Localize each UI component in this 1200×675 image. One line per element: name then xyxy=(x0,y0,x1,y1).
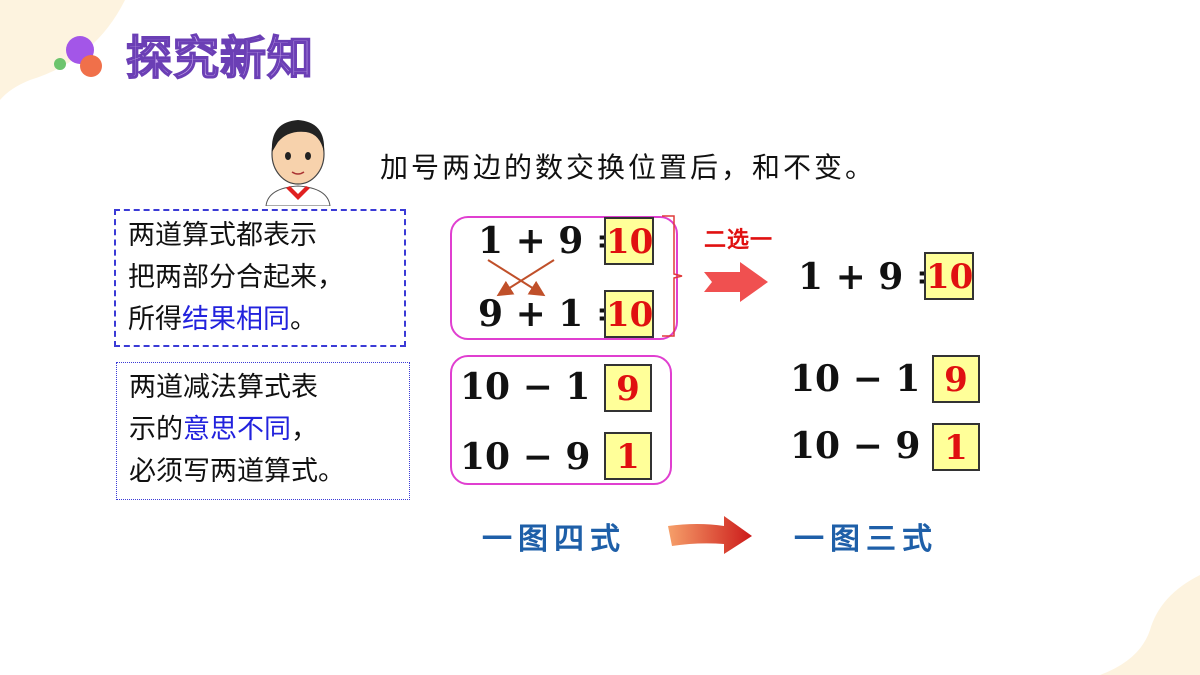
answer-box: 10 xyxy=(924,252,974,300)
note-subtraction-line1: 两道减法算式表 xyxy=(129,372,318,403)
corner-blob-bottom-right xyxy=(1100,575,1200,675)
answer-box: 10 xyxy=(604,290,654,338)
equation-1-plus-9: 1 + 9 = xyxy=(478,220,627,262)
subtraction-group-frame xyxy=(450,355,672,485)
choose-bracket xyxy=(662,215,683,337)
equation-9-plus-1: 9 + 1 = xyxy=(478,293,627,335)
note-text: 。 xyxy=(290,304,317,335)
answer-box: 1 xyxy=(604,432,652,480)
answer-box: 1 xyxy=(932,423,980,471)
title-dot-green xyxy=(54,58,66,70)
note-addition-line1: 两道算式都表示 xyxy=(128,220,317,251)
one-picture-four-equations: 一图四式 xyxy=(482,522,626,557)
choose-one-label: 二选一 xyxy=(704,227,774,253)
note-text: ， xyxy=(291,414,318,445)
transition-arrow-icon xyxy=(668,516,752,554)
note-addition: 两道算式都表示 把两部分合起来， 所得结果相同。 xyxy=(114,209,406,347)
rule-statement: 加号两边的数交换位置后，和不变。 xyxy=(380,151,877,184)
page-title: 探究新知 xyxy=(125,30,314,86)
note-text: 示的 xyxy=(129,414,183,445)
highlight-different-meaning: 意思不同 xyxy=(183,414,291,445)
note-subtraction-line3: 必须写两道算式。 xyxy=(129,456,345,487)
answer-box: 10 xyxy=(604,217,654,265)
highlight-same-result: 结果相同 xyxy=(182,304,290,335)
swap-cross-arrows xyxy=(487,259,555,297)
answer-box: 9 xyxy=(604,364,652,412)
answer-box: 9 xyxy=(932,355,980,403)
result-equation-1-plus-9: 1 + 9 = xyxy=(798,256,947,298)
boy-avatar xyxy=(265,120,331,206)
corner-blob-top-left xyxy=(0,0,125,100)
note-addition-line3: 所得结果相同。 xyxy=(128,299,392,341)
note-subtraction-line2: 示的意思不同， xyxy=(129,409,397,451)
right-arrow-icon xyxy=(704,262,768,302)
note-subtraction: 两道减法算式表 示的意思不同， 必须写两道算式。 xyxy=(116,362,410,500)
one-picture-three-equations: 一图三式 xyxy=(794,522,938,557)
note-addition-line2: 把两部分合起来， xyxy=(128,262,344,293)
note-text: 所得 xyxy=(128,304,182,335)
title-dot-orange xyxy=(80,55,102,77)
